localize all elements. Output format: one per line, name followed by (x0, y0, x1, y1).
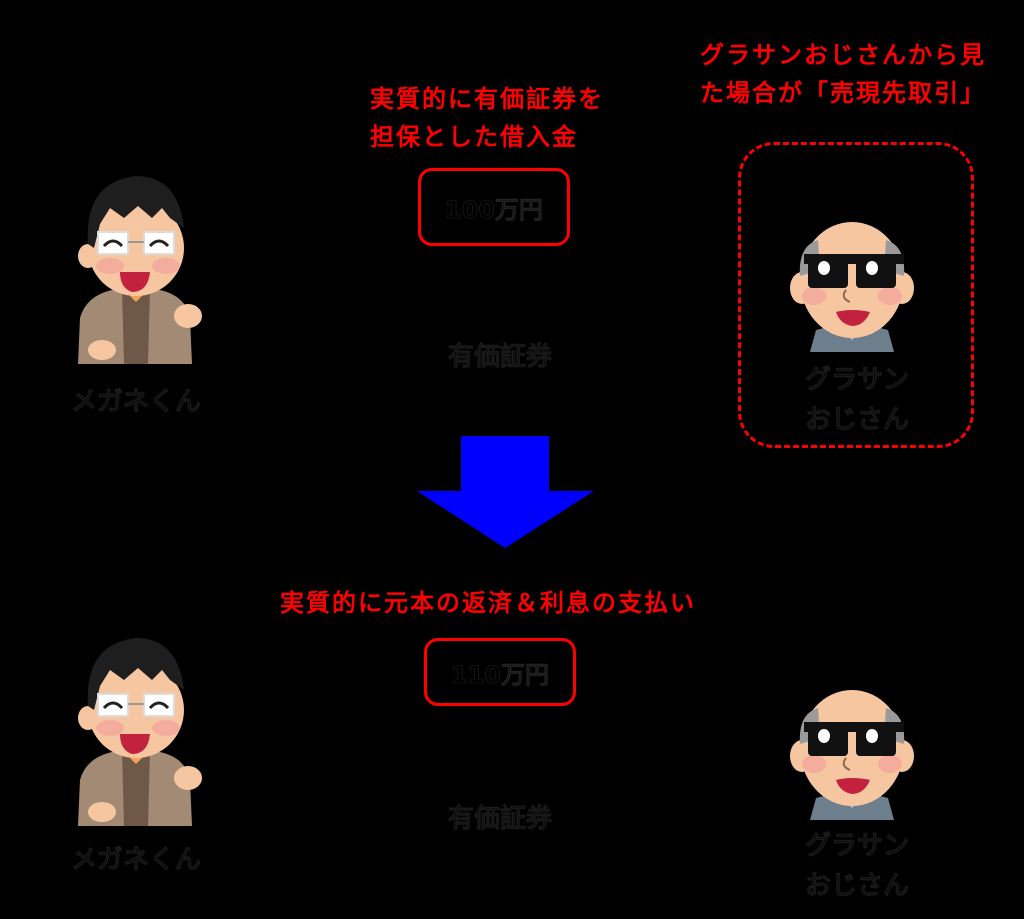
grasan-ojisan-illustration-bottom (790, 690, 914, 820)
left-character-name-bottom: メガネくん (70, 845, 202, 876)
megane-kun-illustration-bottom (78, 638, 202, 826)
right-character-name-bottom: グラサン おじさん (804, 831, 910, 902)
megane-kun-illustration-top (78, 176, 202, 364)
top-asset-label: 有価証券 (447, 342, 553, 373)
right-character-name-top: グラサン おじさん (804, 365, 910, 436)
left-character-name-top: メガネくん (70, 387, 202, 418)
repayment-amount-box: 110万円 (424, 638, 576, 706)
down-arrow-icon (417, 436, 594, 548)
repayment-label: 実質的に元本の返済＆利息の支払い (280, 589, 696, 617)
loan-amount-box: 100万円 (418, 168, 570, 246)
grasan-ojisan-illustration-top (790, 222, 914, 352)
loan-label: 実質的に有価証券を 担保とした借入金 (370, 85, 604, 151)
bottom-asset-label: 有価証券 (447, 804, 553, 835)
loan-amount: 100万円 (444, 195, 544, 224)
perspective-note: グラサンおじさんから見 た場合が「売現先取引」 (700, 41, 986, 107)
repo-highlight-box (738, 142, 974, 448)
repayment-amount: 110万円 (450, 660, 550, 689)
